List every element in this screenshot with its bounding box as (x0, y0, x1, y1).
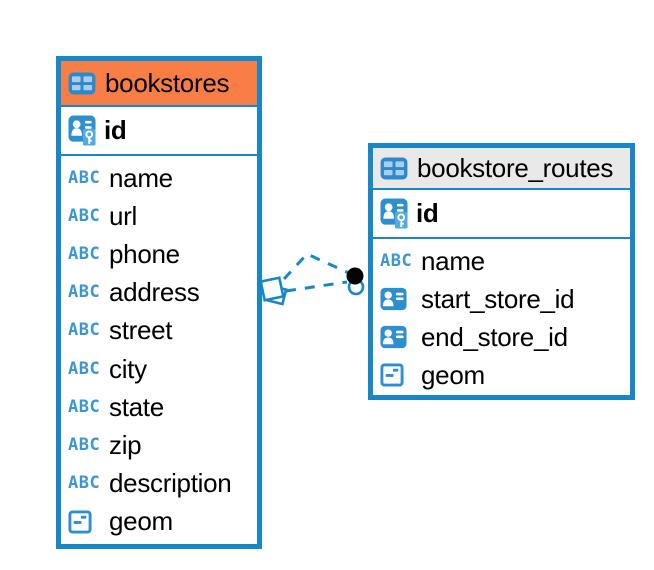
primary-key-icon (380, 198, 408, 229)
column-name: name (421, 245, 485, 276)
primary-key-icon (68, 115, 96, 146)
relationship-line-upper[interactable] (282, 252, 352, 281)
column-name: address (109, 277, 200, 308)
text-type-icon: ABC (68, 434, 101, 455)
column-name: geom (109, 506, 173, 537)
column-row[interactable]: ABC zip (61, 426, 257, 464)
table-bookstore-routes[interactable]: bookstore_routes id ABC (368, 143, 635, 400)
text-type-icon: ABC (68, 167, 101, 188)
column-row-pk[interactable]: id (373, 190, 630, 239)
column-row[interactable]: start_store_id (373, 280, 630, 318)
column-row[interactable]: ABC state (61, 388, 257, 426)
column-row[interactable]: ABC name (373, 242, 630, 280)
column-name: state (109, 391, 164, 422)
text-type-icon: ABC (380, 250, 413, 271)
relationship-diamond-marker[interactable] (259, 276, 288, 306)
text-type-icon: ABC (68, 244, 101, 265)
table-icon (68, 71, 96, 95)
column-row[interactable]: ABC name (61, 159, 257, 197)
column-name: start_store_id (421, 283, 575, 314)
column-row[interactable]: ABC phone (61, 236, 257, 274)
column-name: phone (109, 239, 180, 270)
column-name: geom (421, 359, 485, 390)
column-name: url (109, 200, 137, 231)
column-name: name (109, 162, 173, 193)
column-row[interactable]: end_store_id (373, 318, 630, 356)
column-row[interactable]: ABC address (61, 274, 257, 312)
table-bookstores-columns: ABC name ABC url ABC phone ABC address A… (61, 156, 257, 544)
column-row-pk[interactable]: id (61, 107, 257, 156)
text-type-icon: ABC (68, 396, 101, 417)
column-name: street (109, 315, 173, 346)
table-bookstore-routes-header[interactable]: bookstore_routes (373, 148, 630, 190)
column-name: zip (109, 429, 142, 460)
column-row[interactable]: ABC url (61, 197, 257, 235)
column-row[interactable]: ABC city (61, 350, 257, 388)
table-title: bookstore_routes (417, 152, 614, 183)
column-row[interactable]: geom (61, 503, 257, 541)
text-type-icon: ABC (68, 473, 101, 494)
column-row[interactable]: geom (373, 356, 630, 394)
column-name: id (416, 198, 439, 228)
column-name: end_store_id (421, 321, 568, 352)
relationship-line-lower[interactable] (285, 280, 348, 293)
column-name: city (109, 353, 147, 384)
text-type-icon: ABC (68, 320, 101, 341)
geometry-type-icon (380, 363, 404, 387)
table-bookstore-routes-columns: ABC name start_store_id (373, 239, 630, 397)
foreign-key-icon (380, 287, 407, 311)
text-type-icon: ABC (68, 358, 101, 379)
relationship-dot-marker[interactable] (346, 267, 365, 296)
geometry-type-icon (68, 510, 92, 534)
column-name: id (104, 115, 127, 145)
text-type-icon: ABC (68, 205, 101, 226)
text-type-icon: ABC (68, 282, 101, 303)
table-bookstores-header[interactable]: bookstores (61, 61, 257, 107)
table-bookstores[interactable]: bookstores id ABC (56, 56, 262, 549)
column-row[interactable]: ABC description (61, 465, 257, 503)
table-icon (380, 156, 408, 180)
foreign-key-icon (380, 325, 407, 349)
table-title: bookstores (105, 67, 230, 98)
column-name: description (109, 468, 232, 499)
column-row[interactable]: ABC street (61, 312, 257, 350)
